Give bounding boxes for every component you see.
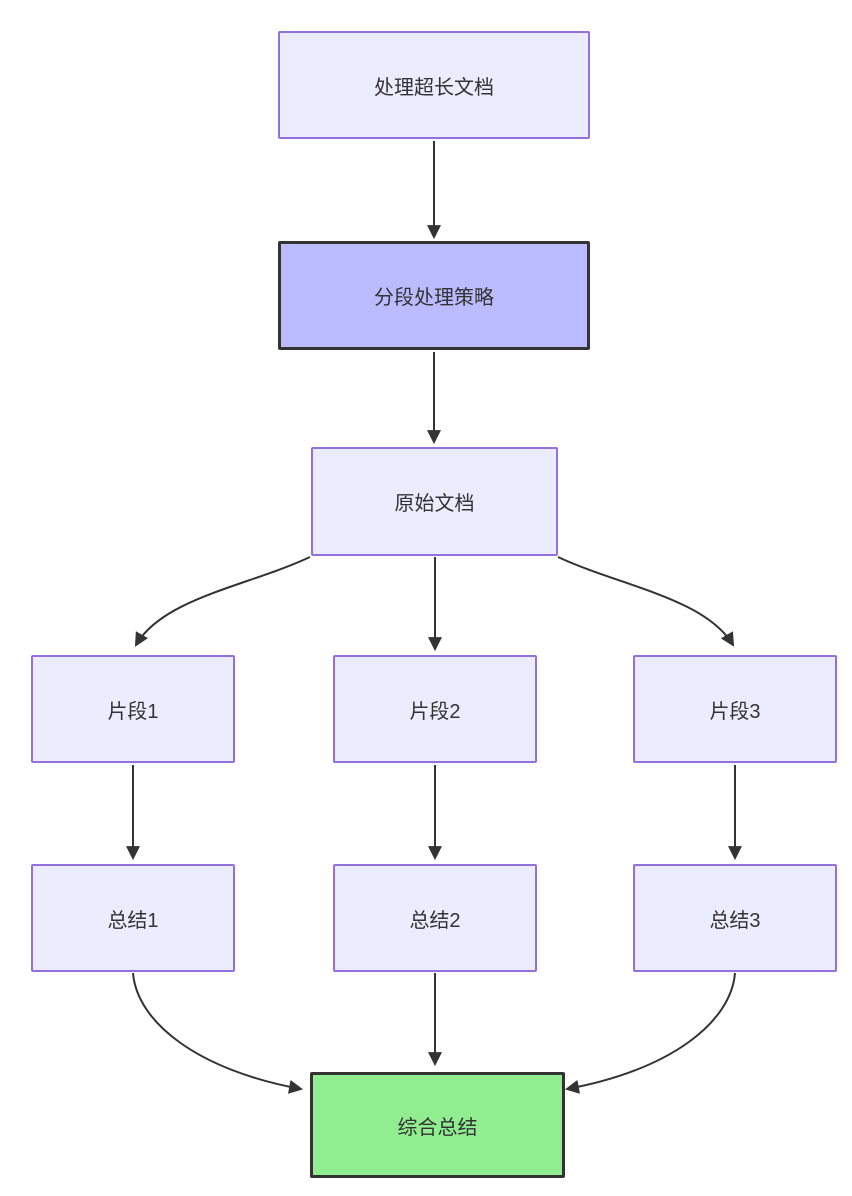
node-label: 片段3 — [709, 700, 761, 723]
node-label: 处理超长文档 — [374, 76, 494, 99]
node-process-long-doc[interactable]: 处理超长文档 — [278, 31, 590, 139]
node-fragment-2[interactable]: 片段2 — [333, 655, 537, 763]
node-original-doc[interactable]: 原始文档 — [311, 447, 558, 556]
node-summary-1[interactable]: 总结1 — [31, 864, 235, 972]
node-summary-2[interactable]: 总结2 — [333, 864, 537, 972]
node-segment-strategy[interactable]: 分段处理策略 — [278, 241, 590, 350]
node-label: 总结3 — [709, 909, 761, 932]
node-summary-3[interactable]: 总结3 — [633, 864, 837, 972]
node-label: 片段2 — [409, 700, 461, 723]
node-label: 原始文档 — [394, 493, 475, 515]
edge-original-frag1 — [134, 556, 311, 647]
edge-sum3-final — [564, 972, 736, 1094]
node-label: 总结1 — [107, 909, 159, 932]
node-label: 分段处理策略 — [374, 287, 494, 309]
node-fragment-3[interactable]: 片段3 — [633, 655, 837, 763]
node-label: 总结2 — [409, 909, 461, 932]
node-combined-summary[interactable]: 综合总结 — [310, 1072, 565, 1178]
node-fragment-1[interactable]: 片段1 — [31, 655, 235, 763]
node-label: 综合总结 — [397, 1116, 478, 1139]
edge-original-frag3 — [557, 556, 735, 647]
edge-sum1-final — [132, 972, 304, 1094]
node-label: 片段1 — [107, 700, 159, 723]
